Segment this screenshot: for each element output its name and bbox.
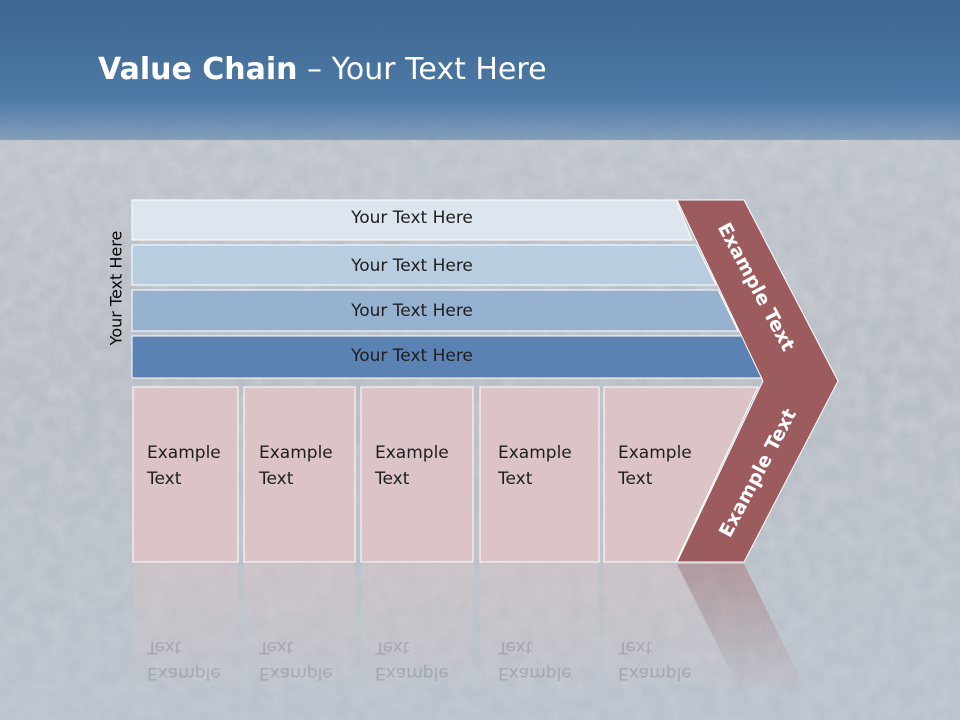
chevron-arrow — [676, 199, 839, 563]
cell-label-line: Text — [618, 469, 653, 489]
cell-label-line: Example — [147, 443, 221, 463]
reflection-line: Text — [618, 637, 653, 657]
cell-label-line: Text — [498, 469, 533, 489]
reflection-line: Example — [259, 663, 333, 683]
cell-label-reflection: Example Text — [498, 634, 572, 686]
side-label: Your Text Here — [106, 230, 126, 346]
band-3 — [131, 289, 739, 332]
cell-label-line: Text — [375, 469, 410, 489]
cell-5 — [603, 386, 759, 563]
band-label-2: Your Text Here — [351, 256, 473, 276]
band-1 — [131, 199, 693, 241]
cell-label-line: Text — [259, 469, 294, 489]
cell-3 — [360, 386, 474, 563]
cell-reflection — [604, 564, 740, 694]
reflection-line: Text — [147, 637, 182, 657]
chevron-reflection — [677, 564, 808, 694]
reflection-line: Example — [375, 663, 449, 683]
reflection-line: Example — [618, 663, 692, 683]
cell-label-reflection: Example Text — [259, 634, 333, 686]
title-bar — [0, 0, 960, 140]
title-bold: Value Chain — [98, 52, 298, 87]
cell-label-line: Example — [498, 443, 572, 463]
cell-2 — [243, 386, 356, 563]
title-rest: – Your Text Here — [297, 52, 547, 87]
reflection-line: Example — [498, 663, 572, 683]
cell-reflection — [133, 564, 238, 694]
cell-reflection — [244, 564, 355, 694]
cell-4 — [479, 386, 600, 563]
cell-label-line: Example — [618, 443, 692, 463]
cell-1 — [132, 386, 239, 563]
cell-label-line: Example — [259, 443, 333, 463]
reflection-line: Example — [147, 663, 221, 683]
cell-label-reflection: Example Text — [618, 634, 692, 686]
page-title: Value Chain – Your Text Here — [98, 52, 547, 87]
cell-reflection — [361, 564, 473, 694]
band-2 — [131, 244, 717, 286]
cell-label-reflection: Example Text — [147, 634, 221, 686]
cell-label-line: Example — [375, 443, 449, 463]
reflection-line: Text — [498, 637, 533, 657]
reflection-line: Text — [375, 637, 410, 657]
band-label-4: Your Text Here — [351, 346, 473, 366]
reflection-line: Text — [259, 637, 294, 657]
band-label-1: Your Text Here — [351, 208, 473, 228]
cell-label-reflection: Example Text — [375, 634, 449, 686]
band-label-3: Your Text Here — [351, 301, 473, 321]
cell-reflection — [480, 564, 599, 694]
cell-label-line: Text — [147, 469, 182, 489]
